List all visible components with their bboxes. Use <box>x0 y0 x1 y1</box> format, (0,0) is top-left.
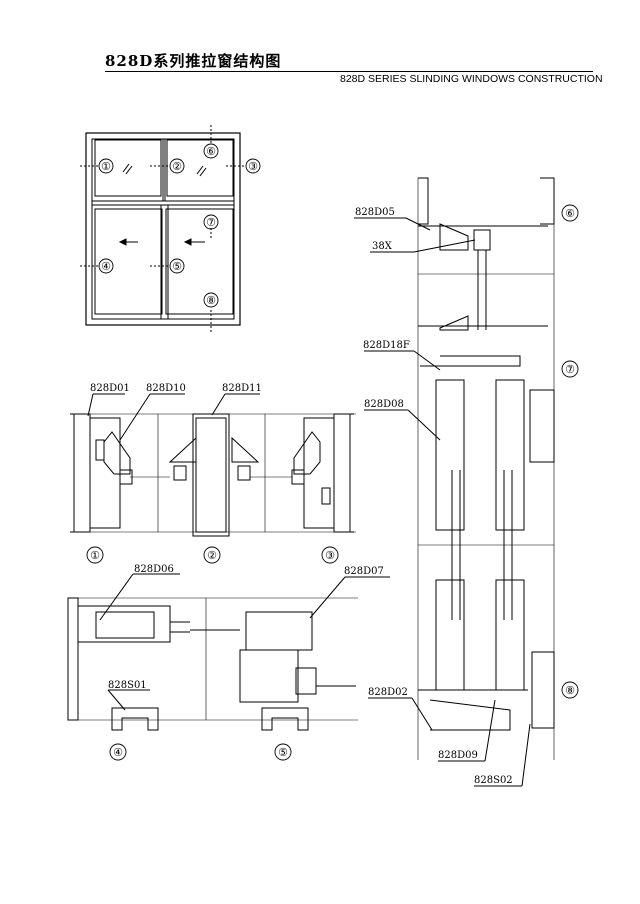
label-828d01: 828D01 <box>90 383 130 394</box>
label-828d05: 828D05 <box>355 207 395 218</box>
elevation-markers <box>98 143 261 308</box>
title-rule <box>105 71 593 72</box>
section-number-2: ② <box>207 549 217 562</box>
marker-1: ① <box>101 160 111 173</box>
label-828d10: 828D10 <box>146 383 186 394</box>
page-title: 828D系列推拉窗结构图 <box>105 52 282 70</box>
label-828s01: 828S01 <box>108 680 147 691</box>
section-4-5 <box>67 573 390 761</box>
page-subtitle: 828D SERIES SLINDING WINDOWS CONSTRUCTIO… <box>340 73 603 85</box>
section-number-5: ⑤ <box>278 746 288 759</box>
marker-4: ④ <box>101 260 111 273</box>
section-number-4: ④ <box>113 746 123 759</box>
marker-8: ⑧ <box>206 294 216 307</box>
label-828d08: 828D08 <box>364 399 404 410</box>
label-38x: 38X <box>372 241 393 252</box>
section-number-6: ⑥ <box>565 207 575 220</box>
marker-5: ⑤ <box>172 260 182 273</box>
section-6-7-8 <box>354 177 579 787</box>
section-number-1: ① <box>90 549 100 562</box>
label-828d18f: 828D18F <box>363 340 410 351</box>
label-828d09: 828D09 <box>438 750 478 761</box>
marker-7: ⑦ <box>206 216 216 229</box>
section-1-2-3 <box>70 393 356 564</box>
label-828d06: 828D06 <box>134 564 174 575</box>
label-828d07: 828D07 <box>344 566 384 577</box>
label-828d11: 828D11 <box>222 383 262 394</box>
marker-3: ③ <box>248 160 258 173</box>
marker-6: ⑥ <box>206 145 216 158</box>
window-elevation <box>80 125 246 332</box>
section-number-7: ⑦ <box>565 363 575 376</box>
marker-2: ② <box>172 160 182 173</box>
section-number-3: ③ <box>325 549 335 562</box>
label-828d02: 828D02 <box>368 687 408 698</box>
section-number-8: ⑧ <box>565 684 575 697</box>
label-828s02: 828S02 <box>474 775 513 786</box>
